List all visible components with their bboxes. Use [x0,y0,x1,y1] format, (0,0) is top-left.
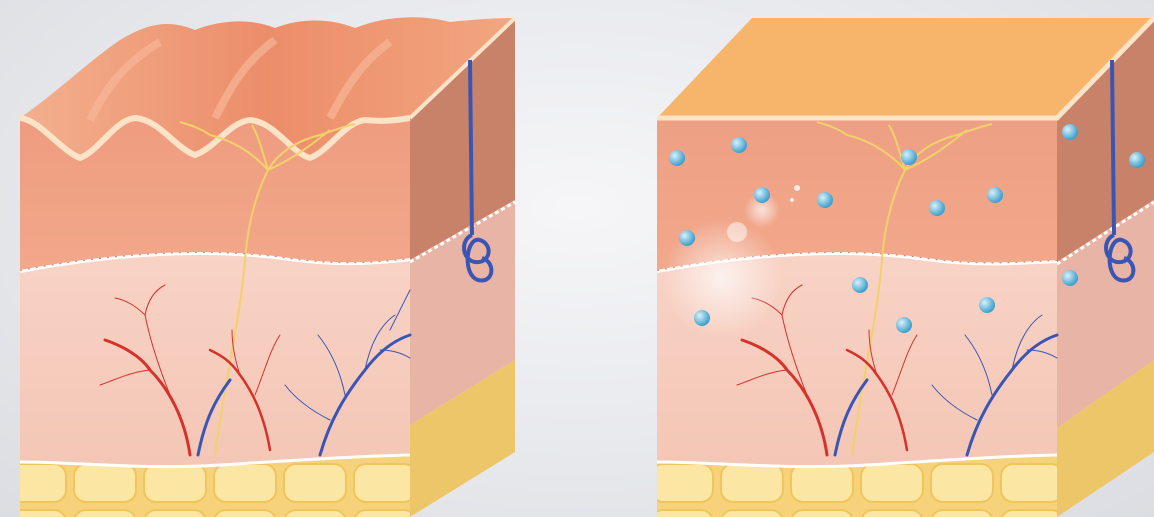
water-droplet-icon [669,150,685,166]
water-droplet-icon [794,185,800,191]
water-droplet-icon [896,317,912,333]
water-droplet-icon [1062,124,1078,140]
smooth-skin-block [577,0,1154,517]
water-droplet-icon [929,200,945,216]
dermis-layer [20,252,410,467]
water-droplet-icon [1129,152,1145,168]
water-droplet-icon [901,149,917,165]
water-droplet-icon [694,310,710,326]
water-droplet-icon [731,137,747,153]
water-droplet-icon [1062,270,1078,286]
water-droplet-icon [679,230,695,246]
water-droplet-icon [754,187,770,203]
water-droplet-icon [979,297,995,313]
water-droplet-icon [852,277,868,293]
water-droplet-icon [790,198,794,202]
wrinkled-skin-block [0,0,577,517]
water-droplet-icon [987,187,1003,203]
water-droplet-icon [817,192,833,208]
